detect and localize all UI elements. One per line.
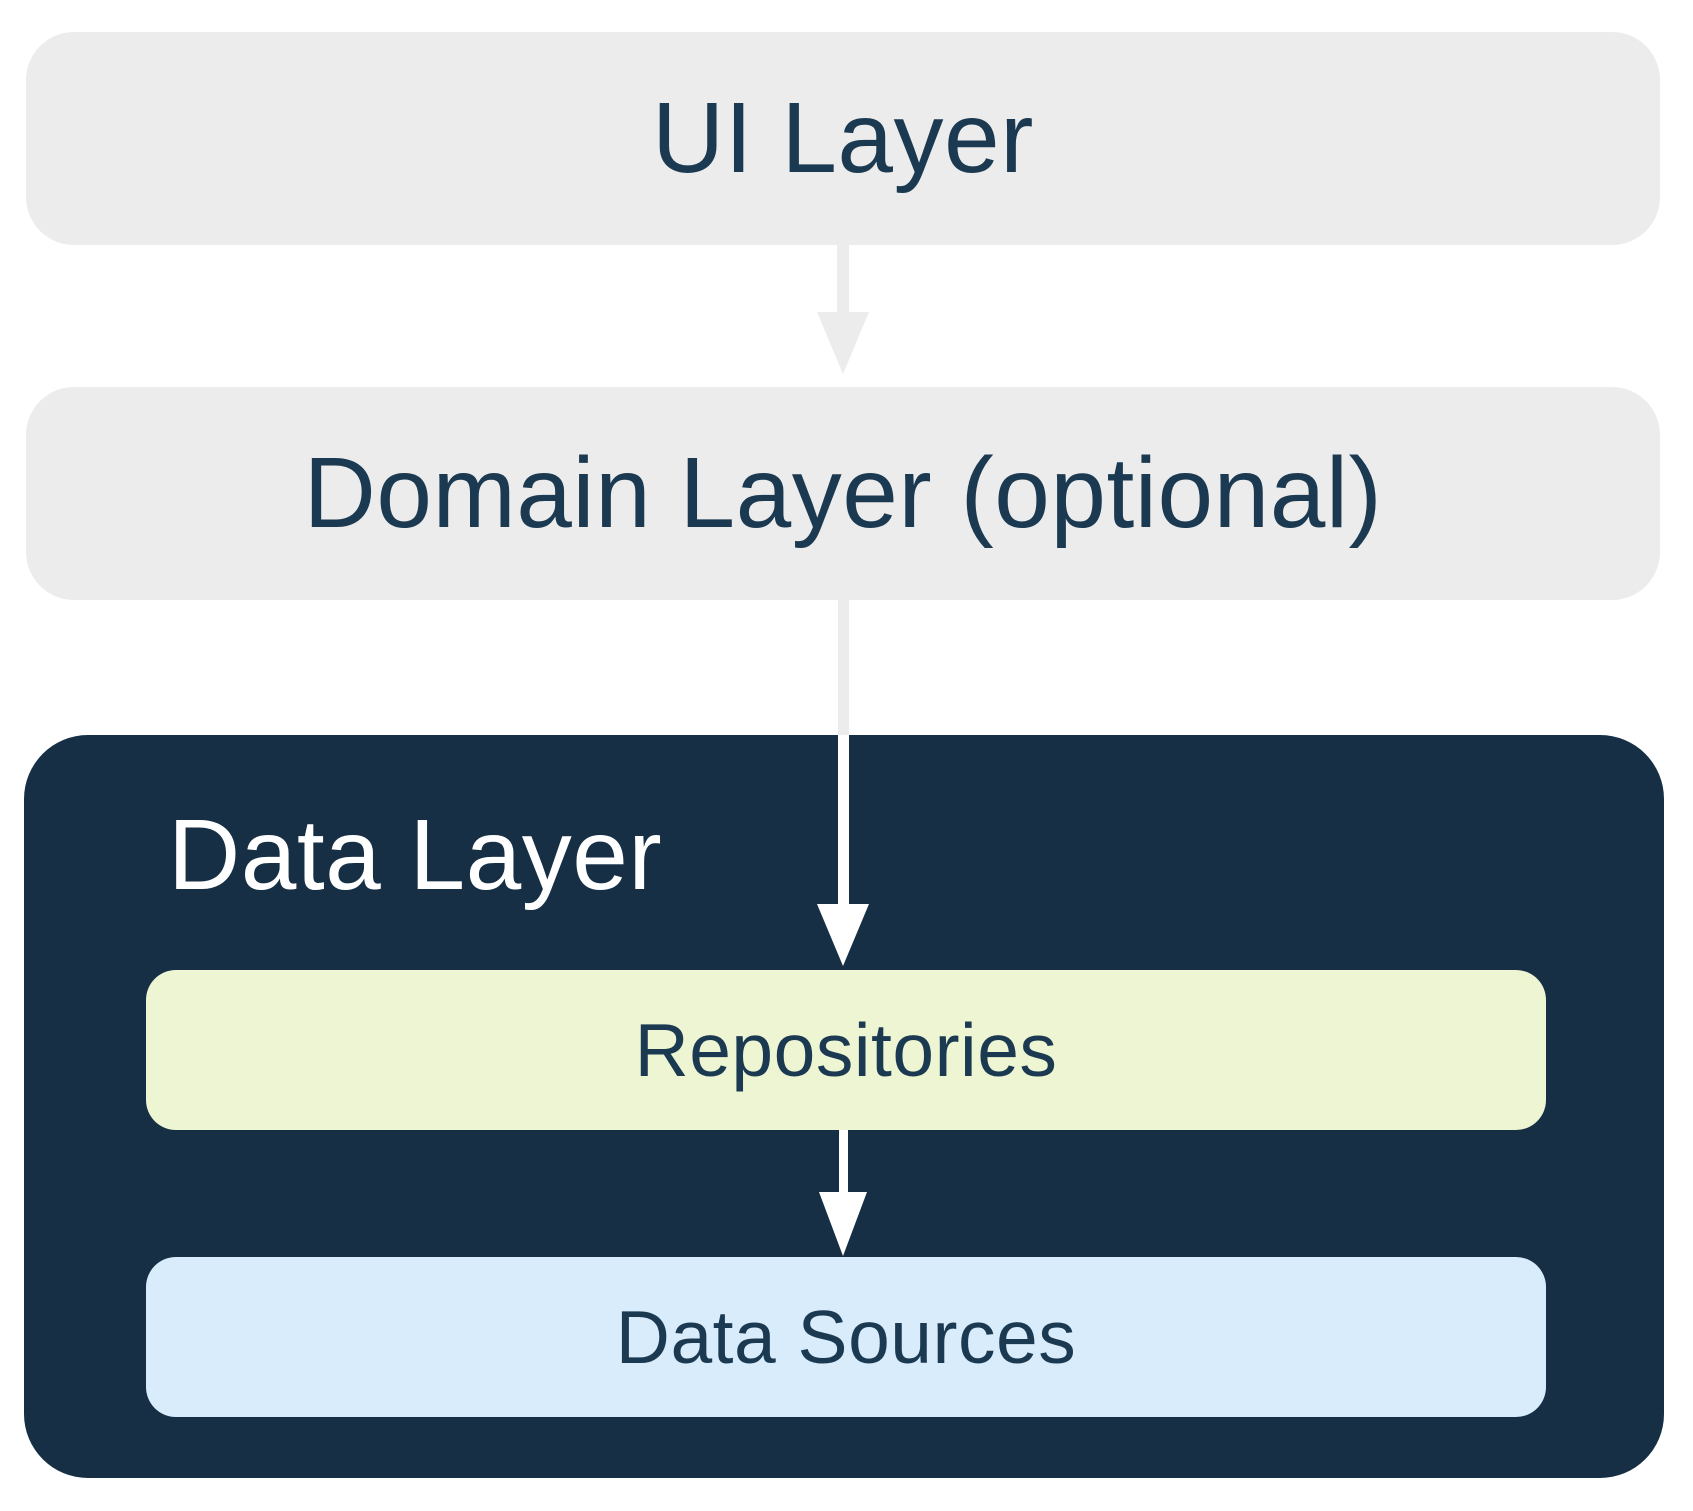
arrow-stem bbox=[838, 600, 849, 737]
arrow-stem bbox=[839, 1130, 848, 1194]
domain-layer-label: Domain Layer (optional) bbox=[303, 437, 1383, 549]
domain-layer-box: Domain Layer (optional) bbox=[26, 387, 1660, 600]
arrow-stem bbox=[838, 735, 849, 907]
ui-layer-box: UI Layer bbox=[26, 32, 1660, 245]
ui-layer-label: UI Layer bbox=[652, 82, 1034, 194]
data-layer-label: Data Layer bbox=[168, 799, 663, 911]
data-sources-box: Data Sources bbox=[146, 1257, 1546, 1417]
repositories-box: Repositories bbox=[146, 970, 1546, 1130]
arrow-head-icon bbox=[817, 312, 869, 374]
arrow-head-icon bbox=[819, 1192, 867, 1256]
arrow-head-icon bbox=[817, 904, 869, 966]
arrow-stem bbox=[837, 245, 849, 317]
data-sources-label: Data Sources bbox=[615, 1295, 1077, 1379]
repositories-label: Repositories bbox=[634, 1008, 1058, 1092]
